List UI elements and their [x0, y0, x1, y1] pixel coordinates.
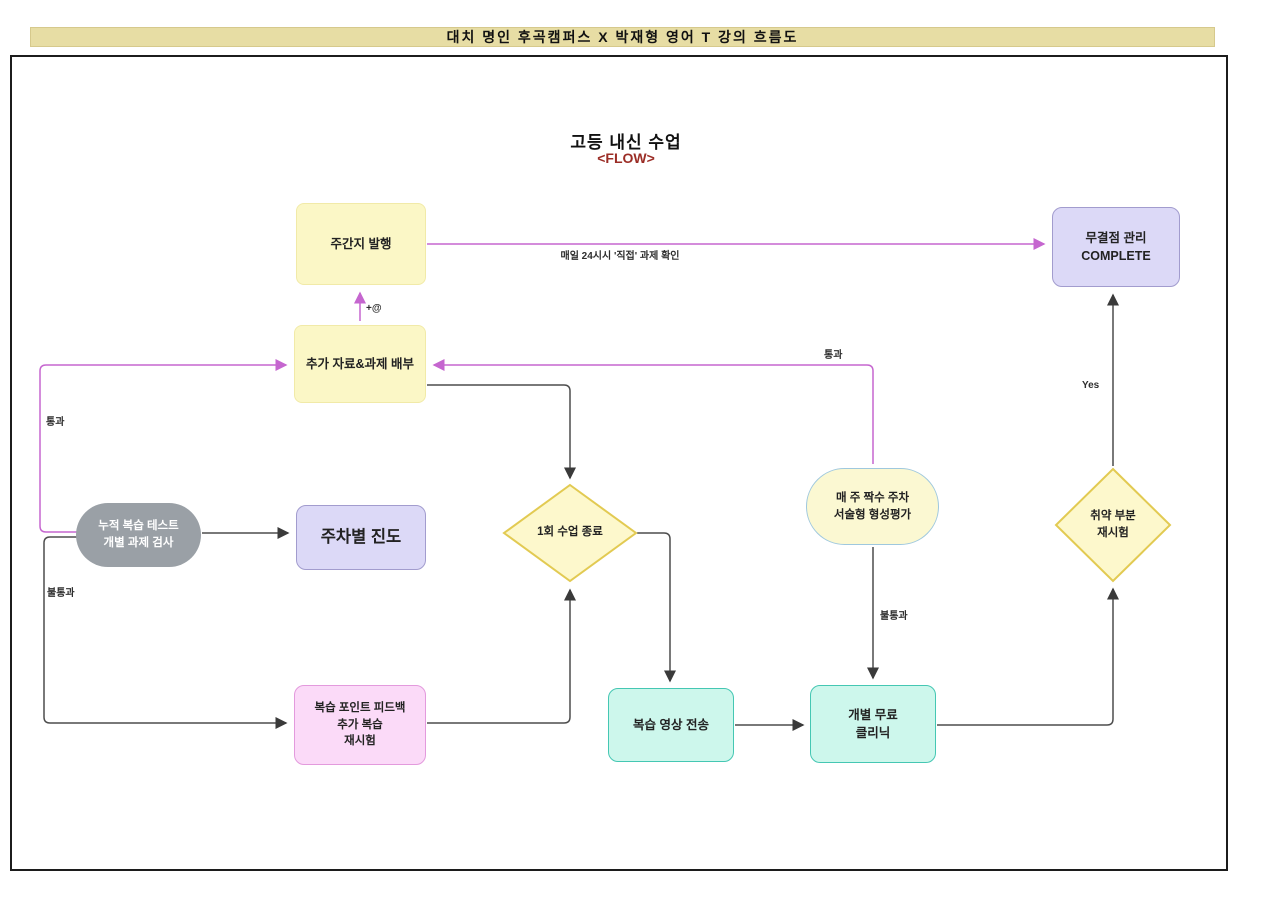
dark-edges: [43, 293, 1119, 731]
edge-fail-left: [43, 536, 288, 729]
edge-label-yes: Yes: [1082, 380, 1100, 391]
node-review-feedback[interactable]: 복습 포인트 피드백 추가 복습 재시험: [294, 685, 426, 765]
edge-pass-left: [39, 359, 288, 533]
edge-label-fail-left: 불통과: [47, 588, 75, 599]
node-review-video[interactable]: 복습 영상 전송: [608, 688, 734, 762]
node-weak-retest[interactable]: 취약 부분 재시험: [1054, 467, 1172, 583]
diagram-frame: [10, 55, 1228, 871]
weak-retest-label: 취약 부분 재시험: [1090, 509, 1136, 539]
node-extra-materials[interactable]: 추가 자료&과제 배부: [294, 325, 426, 403]
page-title: 대치 명인 후곡캠퍼스 X 박재형 영어 T 강의 흐름도: [446, 29, 799, 45]
node-formative-assessment[interactable]: 매 주 짝수 주차 서술형 형성평가: [806, 468, 939, 545]
edge-pass-right: [432, 359, 874, 464]
node-weekly-progress[interactable]: 주차별 진도: [296, 505, 426, 570]
node-weekly-report[interactable]: 주간지 발행: [296, 203, 426, 285]
edge-label-plus-at: +@: [366, 303, 382, 314]
node-free-clinic[interactable]: 개별 무료 클리닉: [810, 685, 936, 763]
edge-clinic-retest: [937, 587, 1119, 726]
node-cumulative-test[interactable]: 누적 복습 테스트 개별 과제 검사: [76, 503, 201, 567]
pink-edges: [39, 238, 1046, 533]
edge-label-pass-left: 통과: [46, 417, 65, 428]
diagram-subtitle: 고등 내신 수업: [570, 133, 682, 152]
diagram-subtitle-flow: <FLOW>: [597, 150, 655, 166]
weak-retest-diamond-shape: [1054, 467, 1172, 583]
edge-label-daily-check: 매일 24시시 '직접' 과제 확인: [560, 251, 680, 262]
edge-classend-video: [637, 532, 676, 683]
node-class-end[interactable]: 1회 수업 종료: [502, 483, 638, 583]
edge-label-pass-right: 통과: [824, 350, 843, 361]
edge-extramaterials-classend: [427, 384, 576, 480]
edge-label-fail-mid: 불통과: [880, 611, 908, 622]
node-complete[interactable]: 무결점 관리 COMPLETE: [1052, 207, 1180, 287]
class-end-label: 1회 수업 종료: [537, 526, 603, 539]
class-end-diamond-shape: [502, 483, 638, 583]
title-bar: 대치 명인 후곡캠퍼스 X 박재형 영어 T 강의 흐름도: [30, 27, 1215, 47]
edge-feedback-classend: [427, 588, 576, 724]
